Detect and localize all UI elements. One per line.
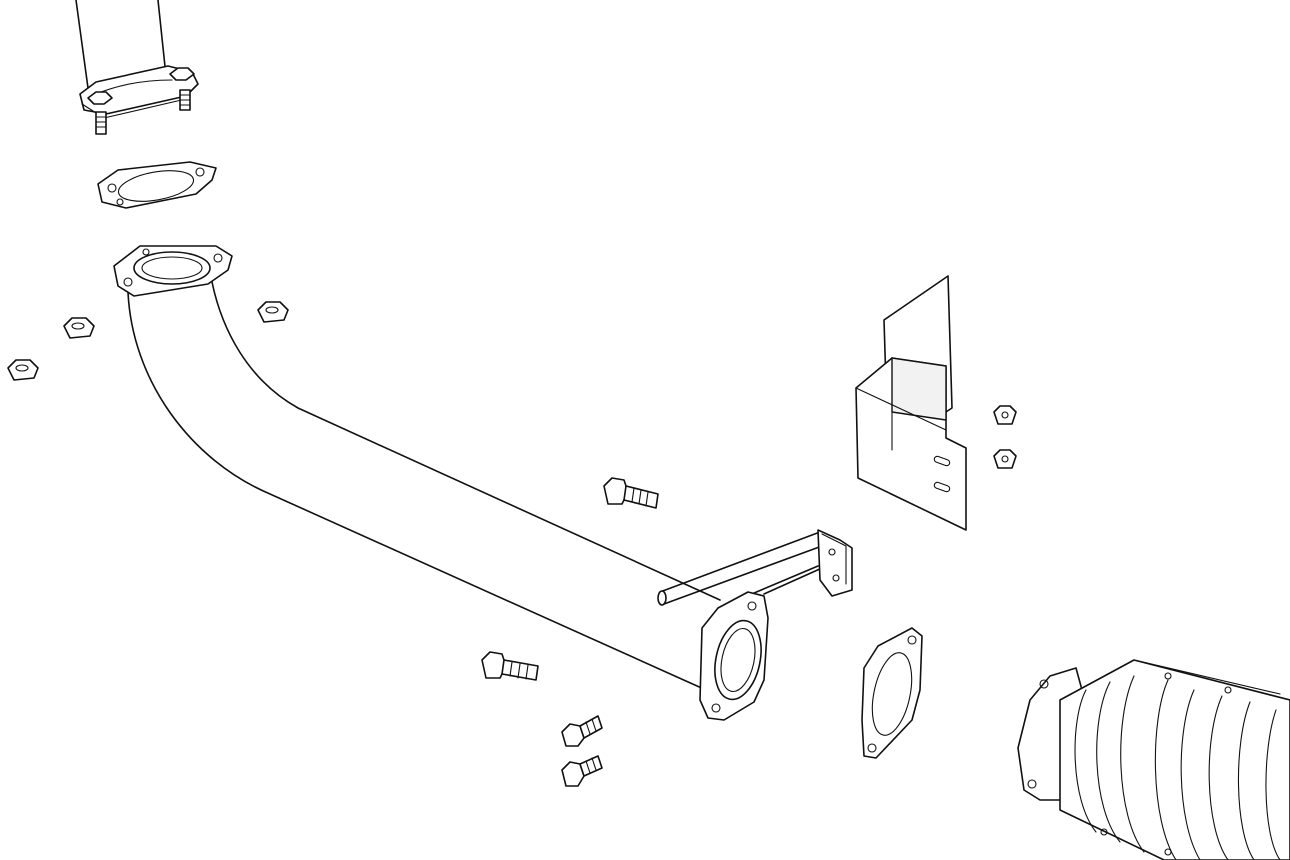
stud (87, 91, 113, 135)
hex-bolt (481, 651, 539, 681)
mounting-bracket (855, 275, 967, 531)
front-pipe (113, 245, 853, 721)
bracket-nut (993, 449, 1017, 469)
catalytic-converter (1017, 659, 1290, 860)
lower-gasket (861, 627, 923, 759)
flange-nut (7, 359, 39, 381)
upper-gasket (97, 161, 217, 209)
hex-bolt (561, 755, 603, 787)
flange-nut (257, 301, 289, 323)
bracket-nut (993, 405, 1017, 425)
flange-nut (63, 317, 95, 339)
upstream-pipe (75, 0, 199, 135)
stud (169, 67, 195, 111)
hex-bolt (603, 477, 659, 509)
hex-bolt (561, 715, 603, 747)
